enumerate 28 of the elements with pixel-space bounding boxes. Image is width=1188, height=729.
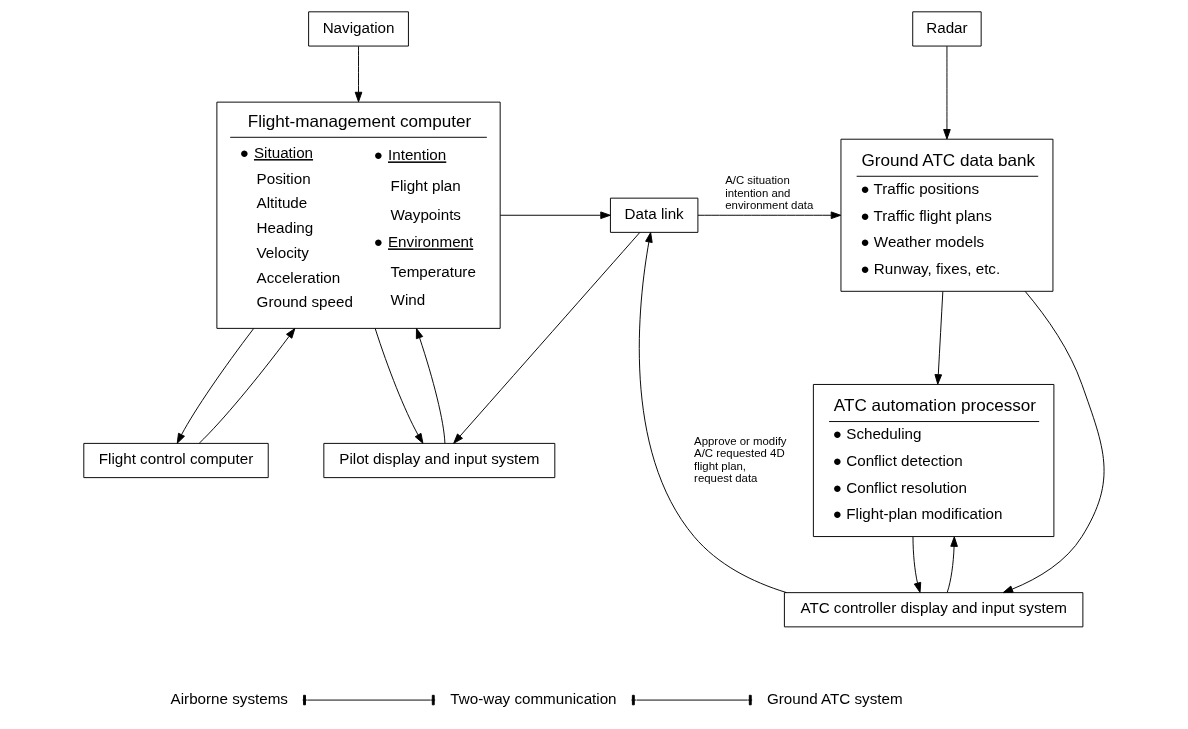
arrow: [943, 45, 951, 140]
arrow: [453, 232, 641, 444]
node-box: Flight control computer: [83, 442, 269, 479]
node-box: ATC automation processor ● Scheduling ● Conflict detection ● Conflict resolution ● Flight-plan modification: [812, 384, 1055, 538]
arrow: [912, 536, 922, 593]
label: Airborne systems: [170, 689, 288, 707]
arrow: [176, 328, 255, 444]
node-box: Navigation: [308, 11, 409, 47]
arrow: [697, 211, 842, 220]
arrow: [638, 232, 787, 594]
arrow: [198, 328, 296, 444]
node-box: Ground ATC data bank ● Traffic positions ● Traffic flight plans ● Weather models ● Runway, fixes, etc.: [840, 138, 1054, 292]
arrow: [354, 45, 363, 103]
arrow: [934, 291, 944, 385]
arrow: [374, 328, 424, 444]
edge-label: Approve or modify A/C requested 4D flight plan, request data: [694, 434, 787, 484]
arrow: [415, 328, 446, 444]
arrow: [1002, 291, 1105, 594]
node-box: Pilot display and input system: [323, 442, 556, 479]
node-box: Radar: [912, 11, 982, 47]
node-box: Data link: [609, 197, 699, 233]
label: Ground ATC system: [766, 689, 903, 707]
label: Two-way communication: [450, 689, 617, 707]
node-box: Flight-management computer ● Situation Position Altitude Heading Velocity Acceleration Ground speed ● Intention Flight plan Waypoints ● Environment Temperature Wind: [216, 101, 501, 329]
node-box: ATC controller display and input system: [783, 592, 1084, 628]
arrow: [499, 211, 611, 220]
arrow: [946, 536, 958, 593]
edge-label: A/C situation intention and environment data: [725, 174, 814, 212]
